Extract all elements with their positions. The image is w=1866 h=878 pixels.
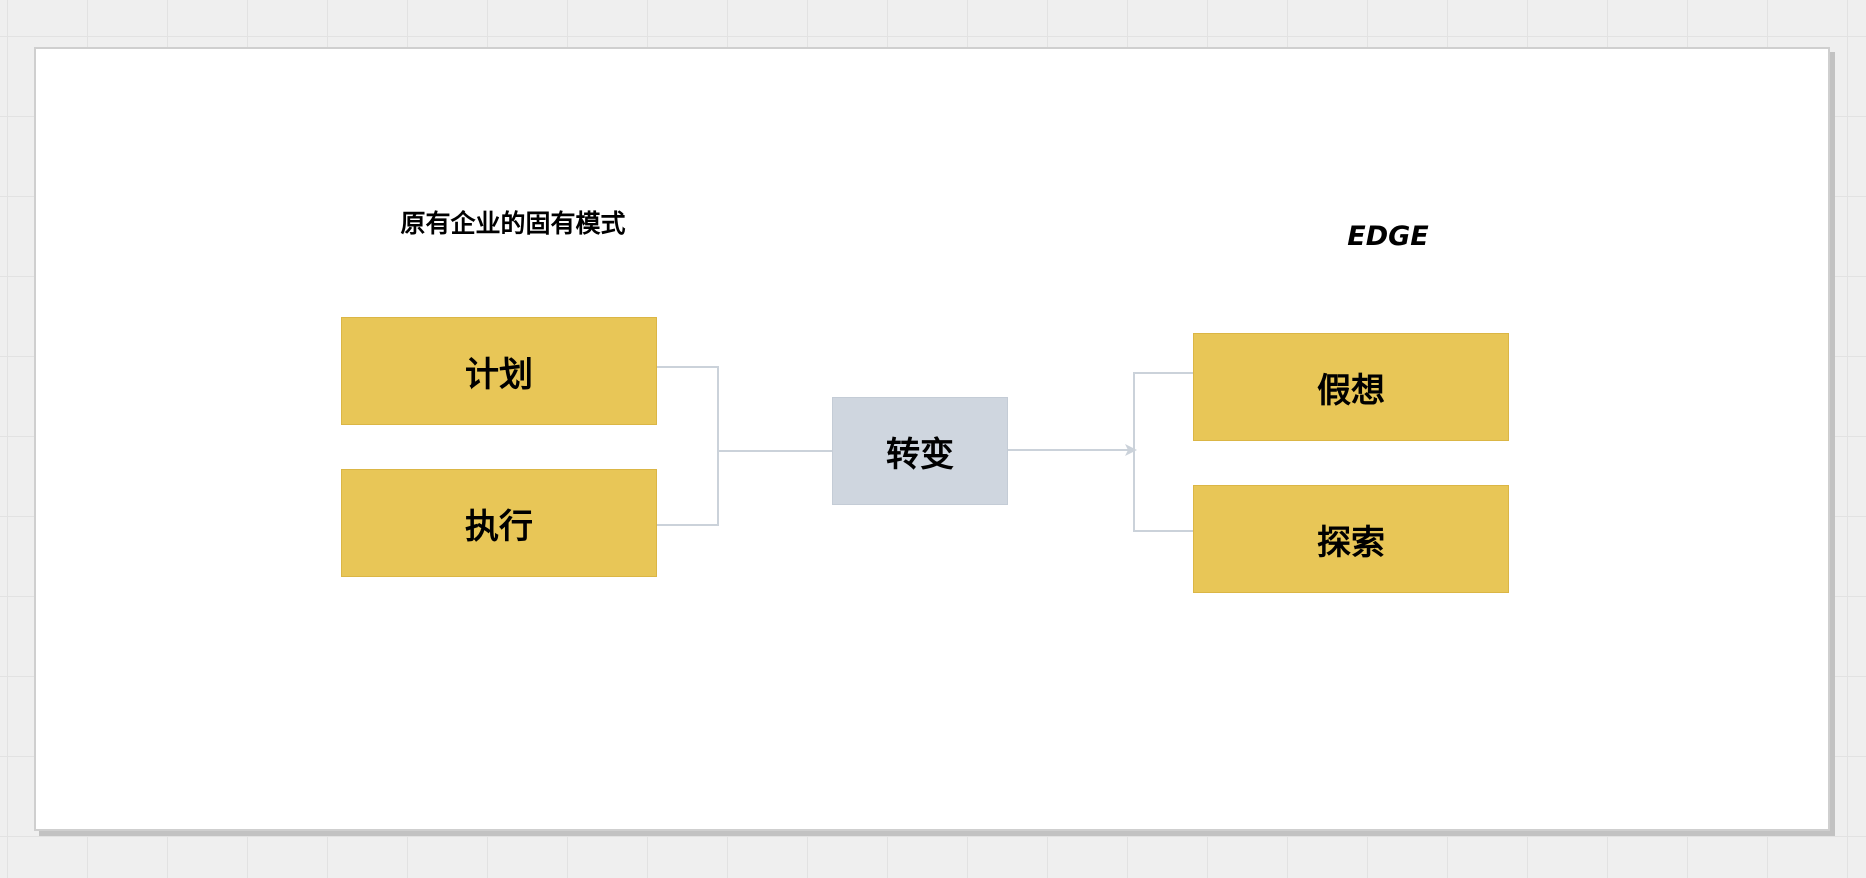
node-explore[interactable]: 探索: [1193, 485, 1509, 593]
connector-assume-bracket: [1133, 372, 1193, 450]
node-change[interactable]: 转变: [832, 397, 1008, 505]
left-group-title: 原有企业的固有模式: [400, 209, 626, 238]
connector-execute-bracket: [657, 445, 719, 526]
node-execute[interactable]: 执行: [341, 469, 657, 577]
diagram-canvas: 原有企业的固有模式 EDGE 计划 执行 转变 假想 探索: [34, 47, 1830, 831]
connector-explore-bracket: [1133, 450, 1193, 532]
node-plan[interactable]: 计划: [341, 317, 657, 425]
connector-plan-bracket: [657, 366, 719, 445]
node-assume[interactable]: 假想: [1193, 333, 1509, 441]
right-group-title: EDGE: [1347, 221, 1429, 252]
